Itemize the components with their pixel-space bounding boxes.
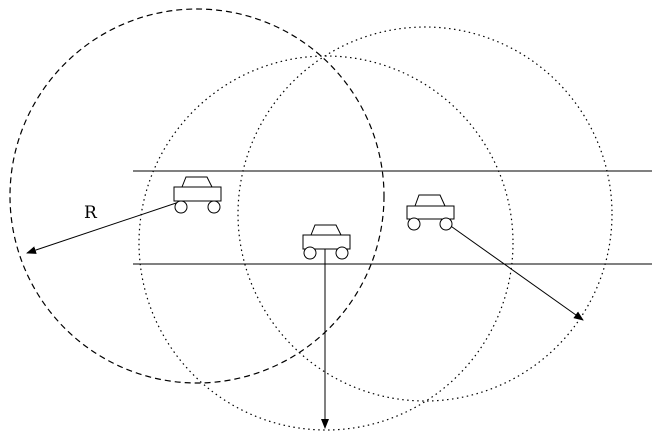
right-car-icon (407, 195, 454, 230)
left-car-icon (174, 177, 221, 213)
radius-label: R (84, 203, 98, 223)
right-car-radius-arrow (431, 212, 583, 320)
left-car-radius-arrow (27, 196, 197, 253)
middle-car-icon (303, 225, 350, 259)
